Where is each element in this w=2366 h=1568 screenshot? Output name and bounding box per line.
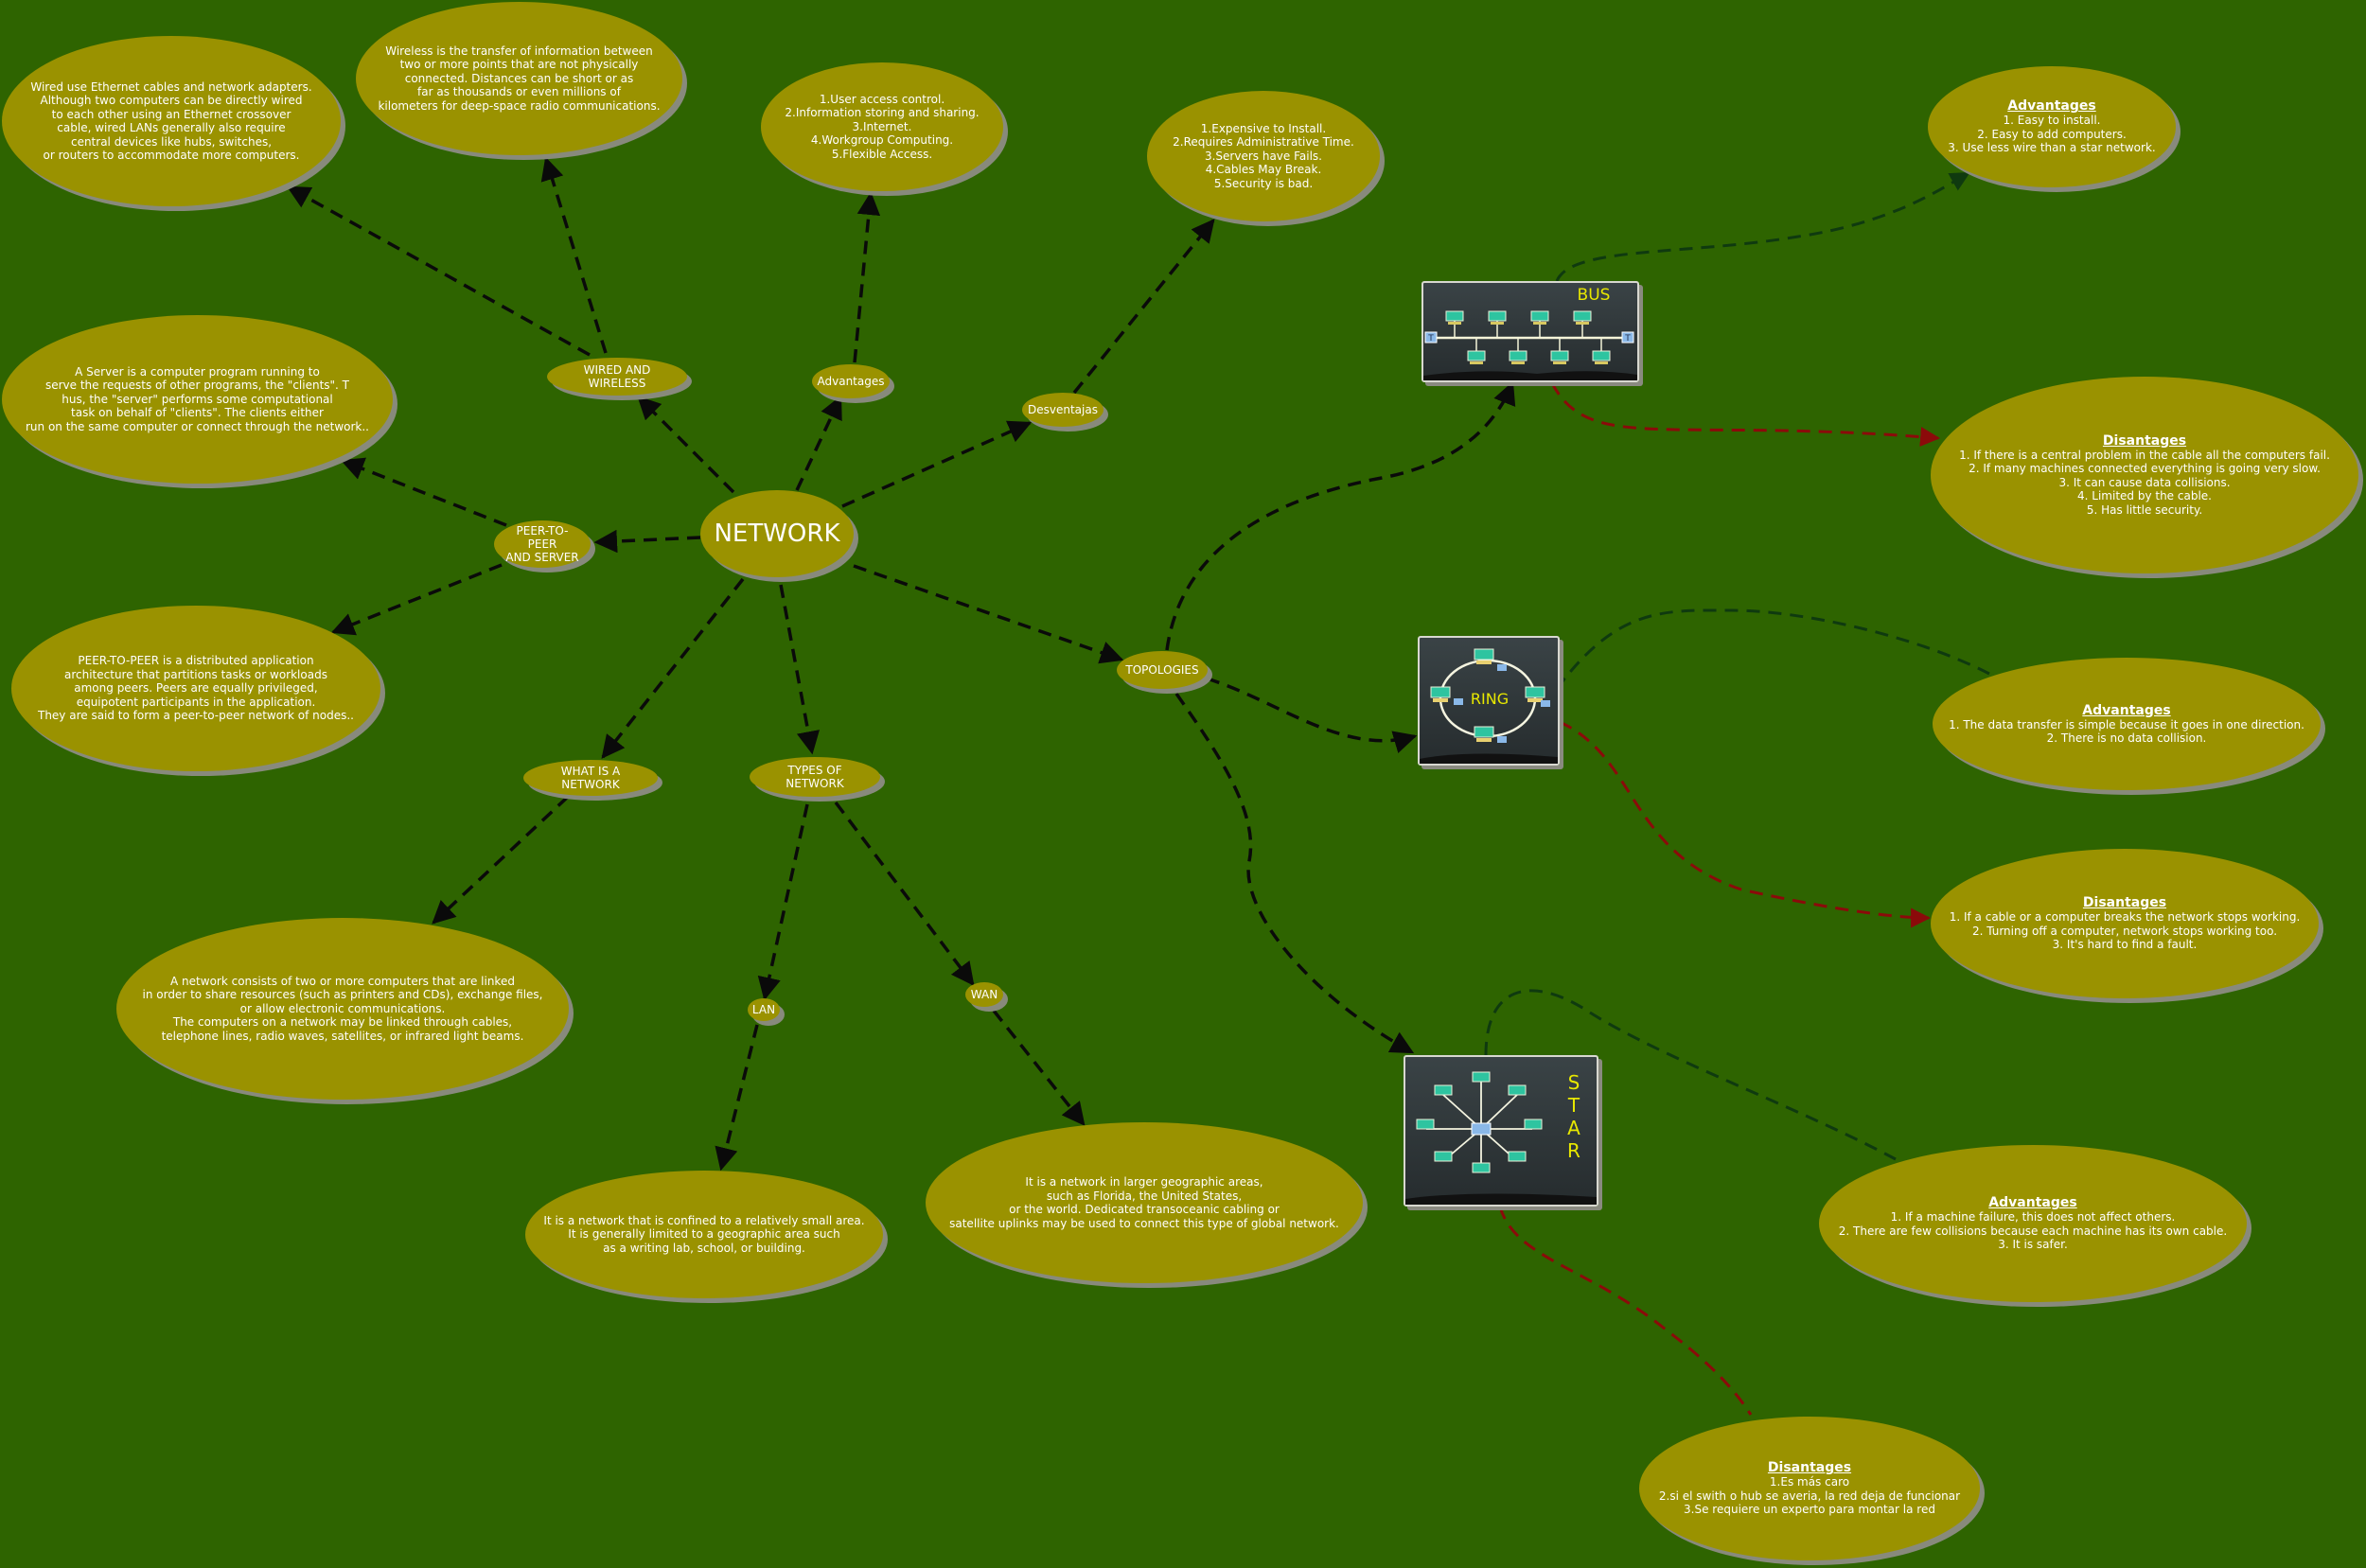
ring-computer-icons xyxy=(1430,648,1545,742)
node-lan-label: LAN xyxy=(751,1002,776,1016)
bubble-advantages: 1.User access control. 2.Information sto… xyxy=(761,62,1003,191)
bubble-lan: It is a network that is confined to a re… xyxy=(525,1171,883,1298)
bubble-lan-text: It is a network that is confined to a re… xyxy=(543,1213,865,1255)
link-types-wan xyxy=(834,801,975,986)
node-advantages[interactable]: Advantages xyxy=(812,364,890,398)
node-network[interactable]: NETWORK xyxy=(700,490,854,577)
ring-disadvantages-title: Disantages xyxy=(2082,895,2167,911)
bubble-peer-to-peer: PEER-TO-PEER is a distributed applicatio… xyxy=(11,606,380,771)
link-wired-wirelesstext xyxy=(540,156,608,354)
bus-computer-icons xyxy=(1445,310,1611,364)
node-types-of-network[interactable]: TYPES OF NETWORK xyxy=(750,757,880,797)
node-lan[interactable]: LAN xyxy=(748,998,780,1021)
node-desventajas-label: Desventajas xyxy=(1028,403,1098,416)
star-disadvantages-body: 1.Es más caro 2.si el swith o hub se ave… xyxy=(1658,1475,1961,1517)
link-bus-disadvantages xyxy=(1550,382,1941,447)
bus-label: BUS xyxy=(1578,286,1611,305)
link-topologies-ring xyxy=(1206,677,1418,753)
node-topologies-label: TOPOLOGIES xyxy=(1125,663,1199,677)
link-peer-p2p xyxy=(330,563,503,636)
link-topologies-bus xyxy=(1165,380,1516,651)
link-star-advantages xyxy=(1484,989,1897,1161)
node-peer-server[interactable]: PEER-TO-PEER AND SERVER xyxy=(494,520,591,568)
bubble-what-is-network: A network consists of two or more comput… xyxy=(116,918,569,1100)
link-peer-server xyxy=(340,457,507,527)
bus-advantages-body: 1. Easy to install. 2. Easy to add compu… xyxy=(1948,114,2156,155)
link-network-what xyxy=(601,577,745,759)
bubble-server-text: A Server is a computer program running t… xyxy=(26,364,369,433)
link-network-peer xyxy=(593,529,701,554)
bus-advantages-title: Advantages xyxy=(2007,98,2096,115)
node-what-is-network[interactable]: WHAT IS A NETWORK xyxy=(523,760,658,796)
bubble-what-is-network-text: A network consists of two or more comput… xyxy=(142,974,543,1043)
bubble-desventajas: 1.Expensive to Install. 2.Requires Admin… xyxy=(1147,91,1380,221)
link-wan-wantext xyxy=(992,1009,1086,1126)
link-network-types xyxy=(779,584,821,755)
node-types-of-network-label: TYPES OF NETWORK xyxy=(786,764,844,790)
node-topologies[interactable]: TOPOLOGIES xyxy=(1117,651,1208,689)
link-lan-lantext xyxy=(715,1024,759,1172)
ring-advantages-title: Advantages xyxy=(2082,702,2171,718)
bubble-desventajas-text: 1.Expensive to Install. 2.Requires Admin… xyxy=(1173,121,1354,190)
link-bus-advantages xyxy=(1555,171,1970,282)
bubble-wired-text: Wired use Ethernet cables and network ad… xyxy=(30,79,312,163)
link-ring-disadvantages xyxy=(1559,720,1932,928)
link-topologies-star xyxy=(1174,692,1415,1054)
node-what-is-network-label: WHAT IS A NETWORK xyxy=(560,765,621,791)
ring-topology-image[interactable]: RING xyxy=(1418,636,1560,766)
node-wan-label: WAN xyxy=(970,987,998,1001)
bus-terminator-right: T xyxy=(1624,334,1631,344)
node-desventajas[interactable]: Desventajas xyxy=(1022,393,1104,427)
node-advantages-label: Advantages xyxy=(817,375,885,388)
link-wired-wiredtext xyxy=(286,185,591,357)
bubble-wan-text: It is a network in larger geographic are… xyxy=(949,1175,1339,1230)
bubble-peer-to-peer-text: PEER-TO-PEER is a distributed applicatio… xyxy=(37,654,354,723)
bubble-wired: Wired use Ethernet cables and network ad… xyxy=(2,36,341,206)
ring-label: RING xyxy=(1471,690,1509,708)
link-ring-advantages xyxy=(1555,608,1990,690)
link-network-wired xyxy=(637,396,735,494)
link-network-topologies xyxy=(853,564,1124,664)
ring-advantages-body: 1. The data transfer is simple because i… xyxy=(1949,717,2304,746)
bubble-server: A Server is a computer program running t… xyxy=(2,315,393,484)
link-types-lan xyxy=(757,803,809,1001)
star-advantages-body: 1. If a machine failure, this does not a… xyxy=(1838,1210,2228,1252)
bus-disadvantages-title: Disantages xyxy=(2102,432,2187,449)
link-network-advantages xyxy=(795,395,842,491)
ring-disadvantages-body: 1. If a cable or a computer breaks the n… xyxy=(1949,910,2301,952)
star-advantages-title: Advantages xyxy=(1988,1195,2077,1211)
star-computer-icons xyxy=(1416,1071,1543,1173)
link-star-disadvantages xyxy=(1498,1206,1753,1416)
node-network-label: NETWORK xyxy=(714,519,840,548)
bubble-wireless: Wireless is the transfer of information … xyxy=(356,2,682,155)
link-adv-advtext xyxy=(853,191,881,363)
bubble-wan: It is a network in larger geographic are… xyxy=(926,1122,1363,1283)
bus-topology-image[interactable]: T T BUS xyxy=(1421,281,1639,382)
link-network-desventajas xyxy=(841,420,1033,508)
node-wired-wireless[interactable]: WIRED AND WIRELESS xyxy=(547,358,687,396)
node-wired-wireless-label: WIRED AND WIRELESS xyxy=(583,363,651,390)
link-what-whattext xyxy=(432,795,570,925)
node-wan[interactable]: WAN xyxy=(965,982,1003,1007)
link-des-destext xyxy=(1072,219,1215,395)
node-peer-server-label: PEER-TO-PEER AND SERVER xyxy=(505,524,579,564)
bubble-wireless-text: Wireless is the transfer of information … xyxy=(378,44,661,113)
bus-disadvantages-body: 1. If there is a central problem in the … xyxy=(1959,448,2330,517)
star-disadvantages-title: Disantages xyxy=(1767,1460,1852,1476)
bubble-advantages-text: 1.User access control. 2.Information sto… xyxy=(785,92,980,161)
bus-terminator-left: T xyxy=(1427,334,1434,344)
